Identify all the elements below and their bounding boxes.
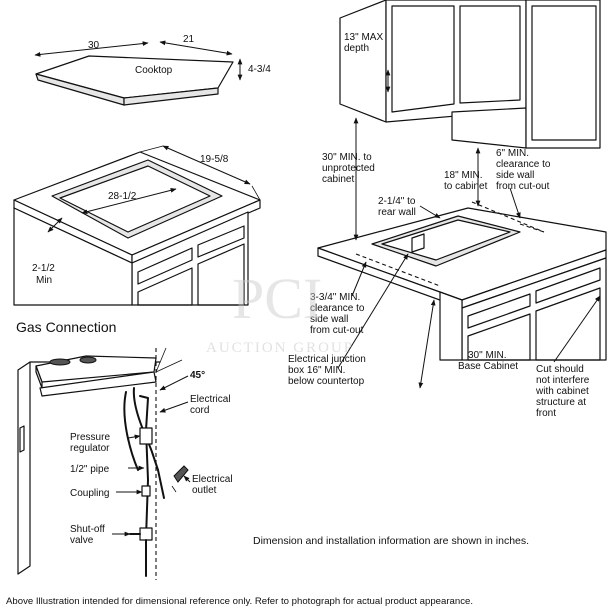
junction-line-2: box 16" MIN. <box>288 365 345 376</box>
cooktop-label: Cooktop <box>135 65 173 76</box>
junction-line-1: Electrical junction <box>288 354 366 365</box>
coupling-text: Coupling <box>70 488 109 499</box>
cord-line-2: cord <box>190 405 209 416</box>
outlet-line-1: Electrical <box>192 474 233 485</box>
valve-line-2: valve <box>70 535 94 546</box>
to-cabinet-line-2: to cabinet <box>444 181 488 192</box>
cutout-width-dim: 28-1/2 <box>108 191 137 202</box>
rear-wall-line-1: 2-1/4" to <box>378 196 416 207</box>
base-cabinet-text: 30" MIN.Base Cabinet <box>458 350 518 372</box>
to-cabinet-text: 18" MIN.to cabinet <box>444 170 488 192</box>
cooktop-depth-dim: 21 <box>183 34 195 45</box>
dimension-note: Dimension and installation information a… <box>253 535 529 547</box>
cord-line-1: Electrical <box>190 394 231 405</box>
base-cabinet-line-2: Base Cabinet <box>458 361 518 372</box>
cutout-depth-dim: 19-5/8 <box>200 154 229 165</box>
side-top-line-4: from cut-out <box>496 181 550 192</box>
outlet-line-2: outlet <box>192 485 217 496</box>
side-top-line-3: side wall <box>496 170 534 181</box>
front-min-unit: Min <box>36 275 52 286</box>
gas-connection-drawing: Gas Connection 45° El <box>16 319 233 580</box>
watermark-text: AUCTION GROUP <box>206 340 354 356</box>
gas-angle: 45° <box>190 370 205 381</box>
auction-watermark: PCI AUCTION GROUP <box>206 266 354 356</box>
side-left-line-2: clearance to <box>310 303 365 314</box>
cutout-cabinet-drawing: 19-5/8 28-1/2 2-1/2 Min <box>13 145 261 306</box>
footer-disclaimer: Above Illustration intended for dimensio… <box>6 596 473 607</box>
side-left-line-4: from cut-out <box>310 325 364 336</box>
max-depth-line-2: depth <box>344 43 369 54</box>
to-cabinet-line-1: 18" MIN. <box>444 170 483 181</box>
cut-note-line-2: not interfere <box>536 375 590 386</box>
side-top-line-1: 6" MIN. <box>496 148 529 159</box>
side-top-line-2: clearance to <box>496 159 551 170</box>
pipe-text: 1/2" pipe <box>70 464 110 475</box>
gas-connection-title: Gas Connection <box>16 319 116 335</box>
cooktop-height-dim: 4-3/4 <box>248 64 271 75</box>
cooktop-width-dim: 30 <box>88 40 100 51</box>
cut-note-line-4: structure at <box>536 397 586 408</box>
unprotected-line-2: unprotected <box>322 163 375 174</box>
regulator-line-2: regulator <box>70 443 110 454</box>
cooktop-drawing: Cooktop 30 21 4-3/4 <box>34 34 271 106</box>
regulator-line-1: Pressure <box>70 432 110 443</box>
cut-note-line-1: Cut should <box>536 364 584 375</box>
side-left-line-3: side wall <box>310 314 348 325</box>
unprotected-line-1: 30" MIN. to <box>322 152 372 163</box>
unprotected-line-3: cabinet <box>322 174 354 185</box>
max-depth-line-1: 13" MAX <box>344 32 383 43</box>
front-min-value: 2-1/2 <box>32 263 55 274</box>
cut-note-line-3: with cabinet <box>535 386 589 397</box>
side-left-line-1: 3-3/4" MIN. <box>310 292 360 303</box>
cut-note-line-5: front <box>536 408 556 419</box>
valve-line-1: Shut-off <box>70 524 105 535</box>
base-cabinet-line-1: 30" MIN. <box>468 350 507 361</box>
watermark-logo: PCI <box>232 266 322 331</box>
junction-line-3: below countertop <box>288 376 365 387</box>
rear-wall-line-2: rear wall <box>378 207 416 218</box>
